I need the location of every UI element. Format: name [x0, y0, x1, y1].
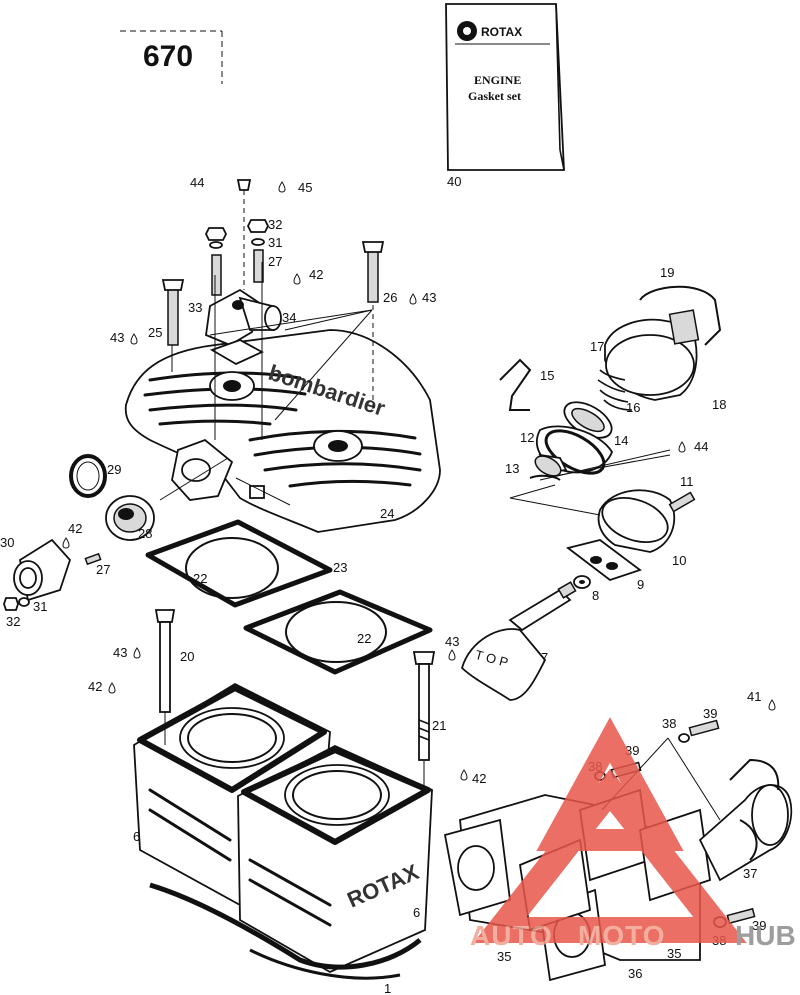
- callout: 17: [590, 339, 604, 354]
- callout: 38: [662, 716, 676, 731]
- callout: 43: [445, 634, 459, 649]
- callout: 1: [384, 981, 391, 995]
- callout: 14: [614, 433, 628, 448]
- callout: 26: [383, 290, 397, 305]
- callout: 44: [694, 439, 708, 454]
- callout: 42: [472, 771, 486, 786]
- callout: 9: [637, 577, 644, 592]
- assembly-lines: [159, 262, 671, 790]
- booklet-brand: ROTAX: [481, 25, 522, 39]
- callout: 31: [268, 235, 282, 250]
- callout: 11: [680, 474, 694, 489]
- callout: 45: [298, 180, 312, 195]
- callout: 42: [309, 267, 323, 282]
- callout: 35: [667, 946, 681, 961]
- head-bolts: [161, 241, 385, 410]
- water-elbow-assembly: [204, 179, 282, 366]
- callout: 18: [712, 397, 726, 412]
- callout: 36: [628, 966, 642, 981]
- callout: 10: [672, 553, 686, 568]
- watermark-auto: AUTO: [470, 920, 553, 951]
- callout: 27: [96, 562, 110, 577]
- callout: 43: [113, 645, 127, 660]
- callout: 33: [188, 300, 202, 315]
- cylinder-bolts: [154, 609, 436, 761]
- callout: 24: [380, 506, 394, 521]
- callout: 39: [703, 706, 717, 721]
- callout: 8: [592, 588, 599, 603]
- callout: 32: [6, 614, 20, 629]
- thermostat-assembly: [3, 454, 155, 611]
- watermark-hub: HUB: [735, 920, 796, 951]
- callout: 28: [138, 526, 152, 541]
- cylinders: ROTAX: [133, 682, 433, 980]
- callout: 40: [447, 174, 461, 189]
- callout: 29: [107, 462, 121, 477]
- rotax-logo-icon: [457, 21, 477, 41]
- callout: 22: [357, 631, 371, 646]
- callout: 12: [520, 430, 534, 445]
- callout: 13: [505, 461, 519, 476]
- callout: 23: [333, 560, 347, 575]
- callout: 6: [133, 829, 140, 844]
- cylinder-head-cover: bombardier: [124, 329, 441, 533]
- booklet-title-1: ENGINE: [474, 73, 521, 87]
- callout: 31: [33, 599, 47, 614]
- callout: 44: [190, 175, 204, 190]
- callout: 19: [660, 265, 674, 280]
- callout: 42: [88, 679, 102, 694]
- booklet-title-2: Gasket set: [468, 89, 521, 103]
- callout: 39: [752, 918, 766, 933]
- callout: 27: [268, 254, 282, 269]
- callout-labels: 44 45 40 32 31 27 42 26 43 25 43 33 34 1…: [0, 174, 766, 995]
- callout: 43: [422, 290, 436, 305]
- callout: 22: [193, 571, 207, 586]
- callout: 37: [743, 866, 757, 881]
- gasket-set-booklet: ROTAX ENGINE Gasket set: [445, 3, 565, 171]
- callout: 43: [110, 330, 124, 345]
- callout: 34: [282, 310, 296, 325]
- callout: 30: [0, 535, 14, 550]
- callout: 42: [68, 521, 82, 536]
- callout: 15: [540, 368, 554, 383]
- callout: 32: [268, 217, 282, 232]
- model-number: 670: [143, 40, 193, 73]
- callout: 16: [626, 400, 640, 415]
- head-gaskets: [145, 519, 433, 675]
- model-number-box: 670: [120, 30, 223, 84]
- drop-symbols: [62, 181, 776, 781]
- callout: 35: [497, 949, 511, 964]
- rave-valve-assembly: [499, 285, 722, 481]
- exhaust-valve-parts: T O P: [460, 489, 696, 701]
- callout: 6: [413, 905, 420, 920]
- callout: 25: [148, 325, 162, 340]
- callout: 21: [432, 718, 446, 733]
- callout: 41: [747, 689, 761, 704]
- callout: 7: [541, 650, 548, 665]
- watermark-moto: MOTO: [578, 920, 665, 951]
- watermark-logo: AUTO MOTO HUB: [470, 717, 796, 951]
- callout: 20: [180, 649, 194, 664]
